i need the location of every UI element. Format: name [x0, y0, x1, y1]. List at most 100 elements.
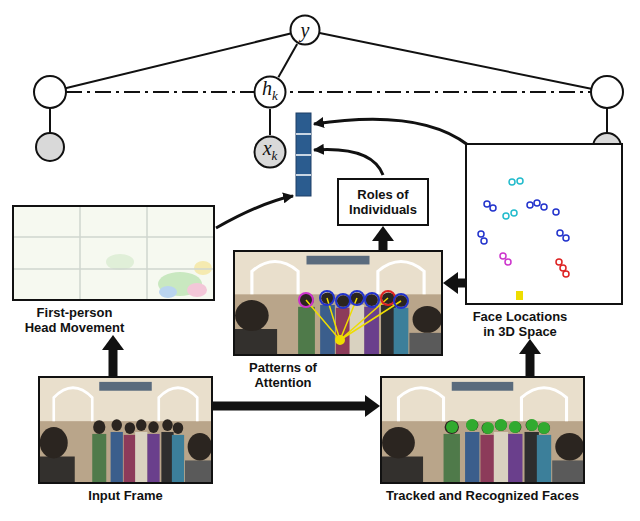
observed-variable-circle: [36, 133, 64, 161]
face-dot: [517, 178, 523, 184]
variable-subscript: k: [272, 148, 278, 163]
flow-blob: [194, 261, 212, 275]
panel-caption: Input Frame: [38, 488, 213, 503]
model-line: [606, 108, 608, 133]
variable-node: hk: [253, 75, 287, 109]
face-dot: [534, 200, 540, 206]
model-edge: [278, 44, 297, 77]
attention-circle: [336, 294, 350, 308]
image-frame: [38, 376, 213, 484]
image-panel: Face Locations in 3D Space: [465, 143, 623, 339]
attention-circle: [350, 291, 364, 305]
face-marker: [466, 419, 478, 431]
face-marker: [526, 419, 538, 431]
variable-name: xk: [263, 138, 278, 166]
attention-overlay: [299, 291, 408, 344]
image-panel: Patterns of Attention: [233, 250, 443, 390]
flow-arrow: [526, 354, 535, 376]
image-frame: [12, 205, 215, 301]
variable-symbol: h: [262, 77, 272, 99]
face-dot: [527, 202, 533, 208]
variable-symbol: y: [301, 19, 310, 41]
attention-circle: [381, 291, 395, 305]
panel-caption: Tracked and Recognized Faces: [380, 488, 585, 503]
dash-dot-line: [66, 91, 591, 93]
hidden-variable-circle: [591, 76, 623, 108]
flow-arrow: [458, 279, 465, 288]
variable-circle-outline: [255, 77, 286, 108]
variable-subscript: k: [272, 88, 278, 103]
face-dot: [511, 210, 517, 216]
camera-marker: [516, 291, 523, 300]
feature-arrow: [314, 119, 468, 145]
face-dot: [503, 213, 509, 219]
flow-blob: [106, 254, 134, 270]
variable-circle-outline: [291, 16, 320, 45]
face-map: [465, 143, 623, 305]
face-dot: [490, 205, 496, 211]
variable-node: y: [289, 14, 321, 46]
face-dot: [481, 238, 487, 244]
attention-circle: [365, 293, 379, 307]
flow-arrow: [213, 402, 365, 411]
variable-name: hk: [262, 78, 278, 106]
panel-caption: Patterns of Attention: [233, 360, 333, 390]
face-marker: [538, 422, 550, 434]
process-box: Roles of Individuals: [337, 178, 429, 226]
face-dot: [553, 209, 559, 215]
image-frame: [380, 376, 585, 484]
variable-name: y: [301, 20, 310, 40]
box-label: Roles of Individuals: [345, 187, 421, 217]
face-dot: [556, 259, 562, 265]
flow-arrow: [109, 350, 118, 376]
face-dots: [478, 178, 569, 277]
flow-image: [12, 205, 215, 301]
flow-grid: [12, 236, 215, 238]
face-dot: [563, 235, 569, 241]
model-line: [305, 30, 607, 92]
face-dot: [541, 204, 547, 210]
attention-circle: [320, 291, 334, 305]
face-dot: [478, 231, 484, 237]
feature-vector: [296, 113, 311, 196]
face-dot: [563, 271, 569, 277]
tracked-photo: [380, 376, 585, 484]
hidden-variable-circle: [34, 76, 66, 108]
face-marker: [495, 419, 507, 431]
model-line: [49, 108, 51, 133]
attention-circle: [299, 293, 313, 307]
attention-center: [336, 336, 344, 344]
feature-arrow: [216, 196, 293, 228]
patterns-photo: [233, 250, 443, 356]
face-dot: [500, 253, 506, 259]
variable-circle-outline: [255, 137, 286, 168]
panel-caption: Face Locations in 3D Space: [465, 309, 575, 339]
face-dot: [557, 230, 563, 236]
image-panel: First-person Head Movement: [12, 205, 215, 335]
flow-grid: [146, 205, 148, 301]
input-photo: [38, 376, 213, 484]
feature-arrow: [314, 150, 383, 175]
feature-divider: [296, 154, 311, 156]
feature-divider: [296, 174, 311, 176]
variable-symbol: x: [263, 137, 272, 159]
face-dot: [484, 201, 490, 207]
image-panel: Input Frame: [38, 376, 213, 503]
face-dot: [509, 179, 515, 185]
face-dot: [560, 265, 566, 271]
face-marker: [446, 421, 458, 433]
panel-caption: First-person Head Movement: [12, 305, 137, 335]
attention-circle: [394, 294, 408, 308]
flow-blob: [159, 286, 177, 298]
feature-divider: [296, 133, 311, 135]
flow-blob: [187, 283, 207, 297]
model-edge: [269, 109, 271, 135]
face-marker: [482, 422, 494, 434]
face-dot: [505, 259, 511, 265]
image-frame: [465, 143, 623, 305]
tracked-faces: [446, 419, 550, 434]
